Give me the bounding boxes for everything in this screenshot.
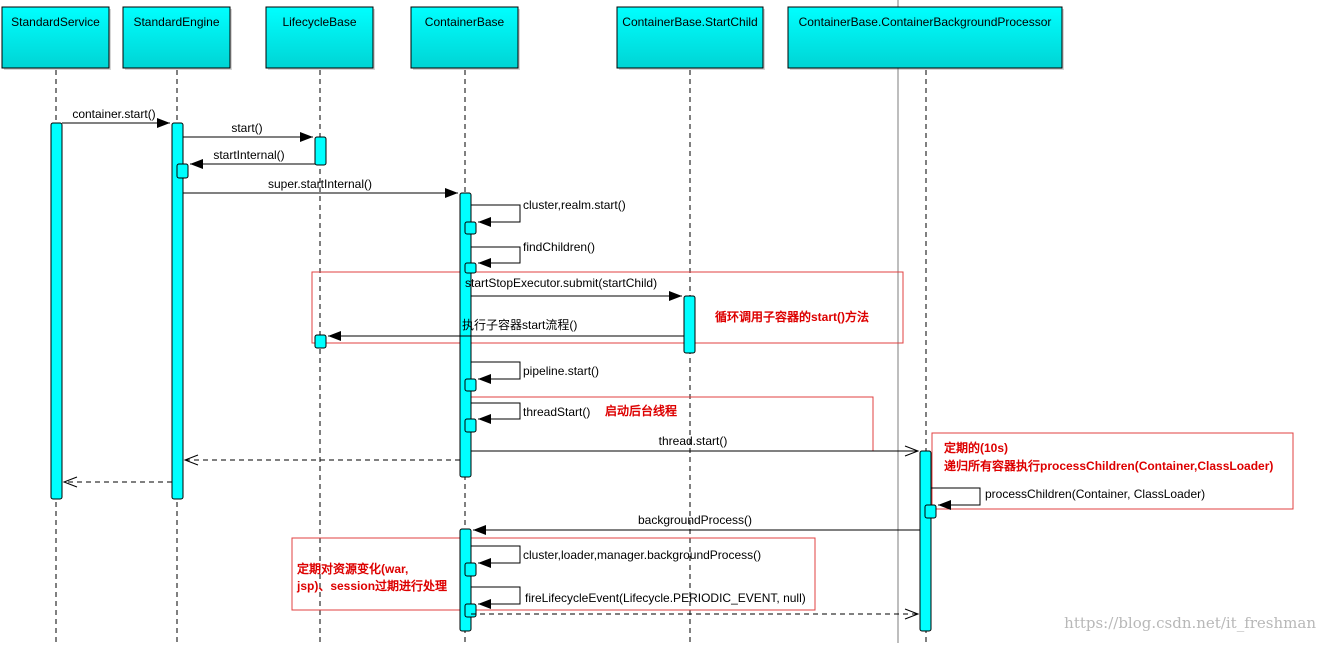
participant-label-lifecycle-base: LifecycleBase <box>282 15 356 29</box>
message-label-thread-start-self: threadStart() <box>523 405 590 419</box>
activation-lifecycle-base-start <box>314 136 327 166</box>
activation-background-processor <box>919 450 932 632</box>
activation-start-child <box>683 295 696 354</box>
message-label-super-start-internal: super.startInternal() <box>268 177 372 191</box>
message-arrows <box>62 118 981 620</box>
message-label-submit-start-child: startStopExecutor.submit(startChild) <box>465 276 657 290</box>
message-label-pipeline-start: pipeline.start() <box>523 364 599 378</box>
participant-label-container-base: ContainerBase <box>425 15 505 29</box>
activations <box>50 122 937 632</box>
activation-standard-engine <box>171 122 184 500</box>
activation-container-base-main <box>459 192 472 478</box>
message-label-cluster-loader-manager: cluster,loader,manager.backgroundProcess… <box>523 548 761 562</box>
activation-container-base-pipeline <box>464 378 477 392</box>
activation-container-base-thread <box>464 418 477 433</box>
activation-standard-engine-nested <box>176 163 189 179</box>
participant-box-standard-service <box>1 6 110 69</box>
participant-box-start-child <box>616 6 764 69</box>
participant-label-standard-engine: StandardEngine <box>133 15 219 29</box>
activation-lifecycle-base-child <box>314 334 327 349</box>
note-box-periodic <box>931 432 1294 510</box>
participant-box-container-base <box>410 6 519 69</box>
message-label-start: start() <box>231 121 262 135</box>
message-label-start-internal: startInternal() <box>213 148 284 162</box>
message-label-find-children: findChildren() <box>523 240 595 254</box>
note-box-loop-children <box>311 271 904 344</box>
watermark-text: https://blog.csdn.net/it_freshman <box>1064 614 1316 632</box>
activation-standard-service <box>50 122 63 500</box>
note-text-resource-line1: 定期对资源变化(war, <box>297 561 408 576</box>
participant-box-standard-engine <box>122 6 231 69</box>
participant-box-lifecycle-base <box>265 6 374 69</box>
participant-label-background-processor: ContainerBase.ContainerBackgroundProcess… <box>799 15 1052 29</box>
message-label-fire-lifecycle-event: fireLifecycleEvent(Lifecycle.PERIODIC_EV… <box>525 591 806 605</box>
message-label-cluster-realm-start: cluster,realm.start() <box>523 198 626 212</box>
activation-container-base-cluster-loader <box>464 562 477 577</box>
message-label-child-start-flow: 执行子容器start流程() <box>462 317 577 332</box>
message-label-process-children: processChildren(Container, ClassLoader) <box>985 487 1205 501</box>
participant-label-start-child: ContainerBase.StartChild <box>622 15 757 29</box>
note-text-start-thread: 启动后台线程 <box>605 403 677 418</box>
activation-container-base-cluster <box>464 221 477 235</box>
message-label-container-start: container.start() <box>72 107 155 121</box>
participant-box-background-processor <box>787 6 1063 69</box>
activation-background-processor-nested <box>924 504 937 519</box>
participant-label-standard-service: StandardService <box>11 15 100 29</box>
activation-container-base-find <box>464 262 477 274</box>
note-text-periodic-line1: 定期的(10s) <box>944 440 1008 455</box>
activation-container-base-fire <box>464 603 477 618</box>
note-text-periodic-line2: 递归所有容器执行processChildren(Container,ClassL… <box>944 458 1273 473</box>
note-text-resource-line2: jsp)、session过期进行处理 <box>296 578 447 593</box>
message-label-background-process: backgroundProcess() <box>638 513 752 527</box>
message-labels: container.start() start() startInternal(… <box>72 107 1205 605</box>
note-texts: 循环调用子容器的start()方法 启动后台线程 定期的(10s) 递归所有容器… <box>296 309 1273 593</box>
lifelines <box>55 70 927 643</box>
note-text-loop-children: 循环调用子容器的start()方法 <box>715 309 869 324</box>
message-label-thread-start: thread.start() <box>659 434 728 448</box>
participants: StandardService StandardEngine Lifecycle… <box>1 6 1064 70</box>
note-box-resource <box>291 537 816 611</box>
